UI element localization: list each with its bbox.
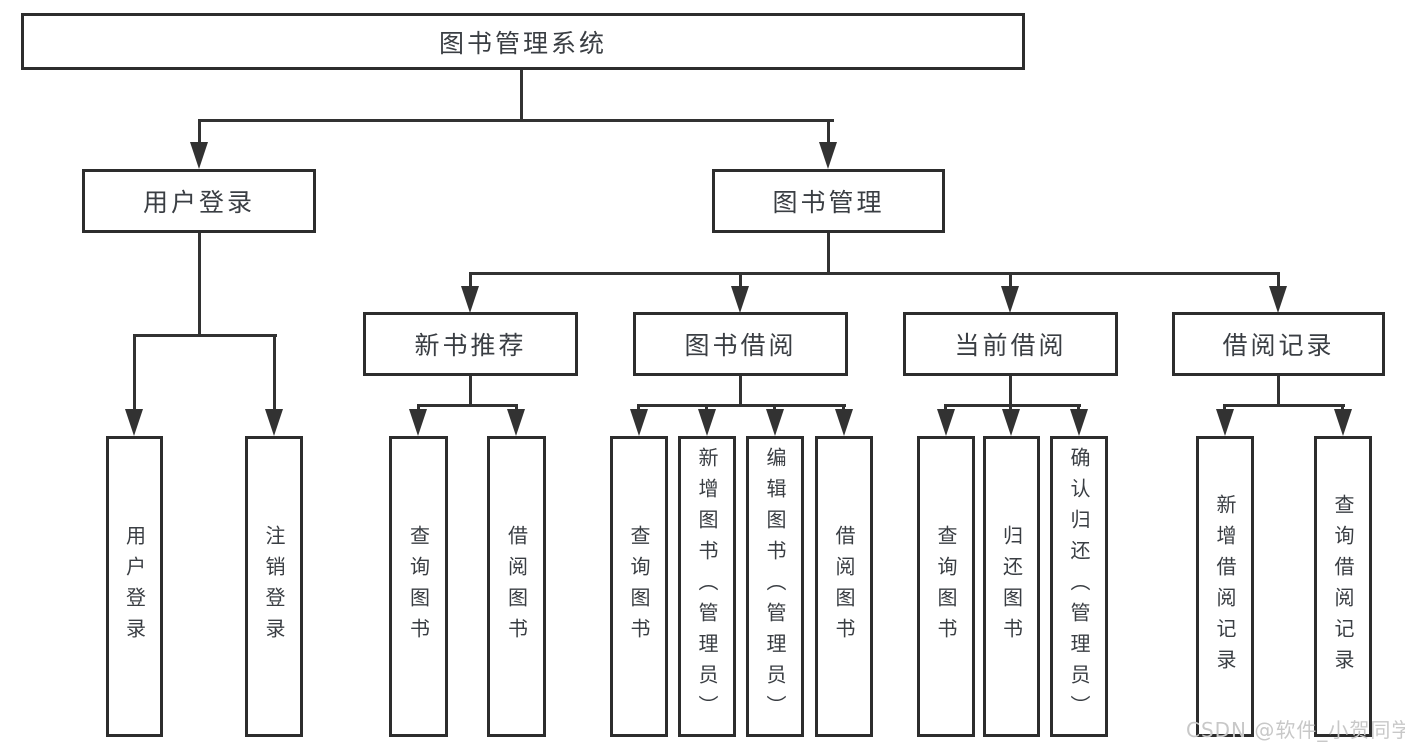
connector-line [739,272,742,288]
arrow-down-icon [937,409,955,436]
leaf-query-borrow-record: 查询借阅记录 [1314,436,1372,737]
leaf-borrow-books-2: 借阅图书 [815,436,873,737]
arrow-down-icon [698,409,716,436]
connector-line [198,119,201,145]
arrow-down-icon [1334,409,1352,436]
connector-line [1277,375,1280,407]
connector-line [827,119,830,145]
connector-line [827,232,830,274]
node-book-management: 图书管理 [712,169,945,233]
node-borrow-records-label: 借阅记录 [1222,331,1335,360]
connector-line [469,375,472,407]
node-new-book-recommend-label: 新书推荐 [414,331,527,360]
node-book-borrow: 图书借阅 [633,312,848,376]
leaf-edit-book-admin-label: 编辑图书（管理员） [763,447,787,726]
leaf-user-login-label: 用户登录 [122,524,147,649]
arrow-down-icon [630,409,648,436]
arrow-down-icon [1001,286,1019,313]
arrow-down-icon [1002,409,1020,436]
node-user-login: 用户登录 [82,169,316,233]
leaf-add-book-admin: 新增图书（管理员） [678,436,736,737]
node-book-borrow-label: 图书借阅 [684,331,797,360]
connector-line [1009,404,1012,412]
leaf-add-borrow-record-label: 新增借阅记录 [1213,493,1237,680]
arrow-down-icon [1269,286,1287,313]
arrow-down-icon [731,286,749,313]
connector-line [773,404,776,412]
leaf-borrow-books-recommend: 借阅图书 [487,436,546,737]
connector-line [133,334,277,337]
leaf-query-books-current-label: 查询图书 [934,524,958,649]
leaf-confirm-return-admin: 确认归还（管理员） [1050,436,1108,737]
connector-line [1277,272,1280,288]
leaf-edit-book-admin: 编辑图书（管理员） [746,436,804,737]
leaf-borrow-books-recommend-label: 借阅图书 [504,524,529,649]
leaf-query-books-recommend: 查询图书 [389,436,448,737]
connector-line [417,404,420,412]
node-new-book-recommend: 新书推荐 [363,312,578,376]
connector-line [469,272,472,288]
arrow-down-icon [819,142,837,169]
node-root-label: 图书管理系统 [438,28,607,58]
connector-line [198,232,201,337]
connector-line [469,272,1280,275]
connector-line [1009,272,1012,288]
leaf-query-books-borrow-label: 查询图书 [627,524,651,649]
connector-line [944,404,947,412]
leaf-return-book: 归还图书 [983,436,1040,737]
arrow-down-icon [265,409,283,436]
leaf-query-books-recommend-label: 查询图书 [406,524,431,649]
connector-line [1223,404,1345,407]
arrow-down-icon [125,409,143,436]
connector-line [842,404,845,412]
connector-line [417,404,518,407]
leaf-query-borrow-record-label: 查询借阅记录 [1331,493,1355,680]
connector-line [637,404,640,412]
leaf-confirm-return-admin-label: 确认归还（管理员） [1067,447,1091,726]
connector-line [1009,375,1012,407]
leaf-logout: 注销登录 [245,436,303,737]
arrow-down-icon [1216,409,1234,436]
connector-line [133,334,136,410]
leaf-query-books-current: 查询图书 [917,436,975,737]
node-user-login-label: 用户登录 [142,188,255,217]
connector-line [944,404,1081,407]
connector-line [739,375,742,407]
node-borrow-records: 借阅记录 [1172,312,1385,376]
connector-line [515,404,518,412]
leaf-borrow-books-2-label: 借阅图书 [832,524,856,649]
connector-line [520,69,523,121]
arrow-down-icon [409,409,427,436]
node-book-management-label: 图书管理 [772,188,885,217]
node-root: 图书管理系统 [21,13,1025,70]
arrow-down-icon [766,409,784,436]
arrow-down-icon [190,142,208,169]
connector-line [637,404,846,407]
leaf-return-book-label: 归还图书 [999,524,1024,649]
csdn-watermark: CSDN @软件_小贺同学 [1186,718,1405,742]
leaf-add-borrow-record: 新增借阅记录 [1196,436,1254,737]
leaf-user-login: 用户登录 [106,436,163,737]
leaf-add-book-admin-label: 新增图书（管理员） [695,447,719,726]
leaf-query-books-borrow: 查询图书 [610,436,668,737]
arrow-down-icon [461,286,479,313]
connector-line [1341,404,1344,412]
node-current-borrow-label: 当前借阅 [954,331,1067,360]
connector-line [273,334,276,410]
arrow-down-icon [1070,409,1088,436]
arrow-down-icon [835,409,853,436]
arrow-down-icon [507,409,525,436]
connector-line [198,119,834,122]
connector-line [1077,404,1080,412]
node-current-borrow: 当前借阅 [903,312,1118,376]
connector-line [1223,404,1226,412]
leaf-logout-label: 注销登录 [262,524,286,649]
connector-line [705,404,708,412]
